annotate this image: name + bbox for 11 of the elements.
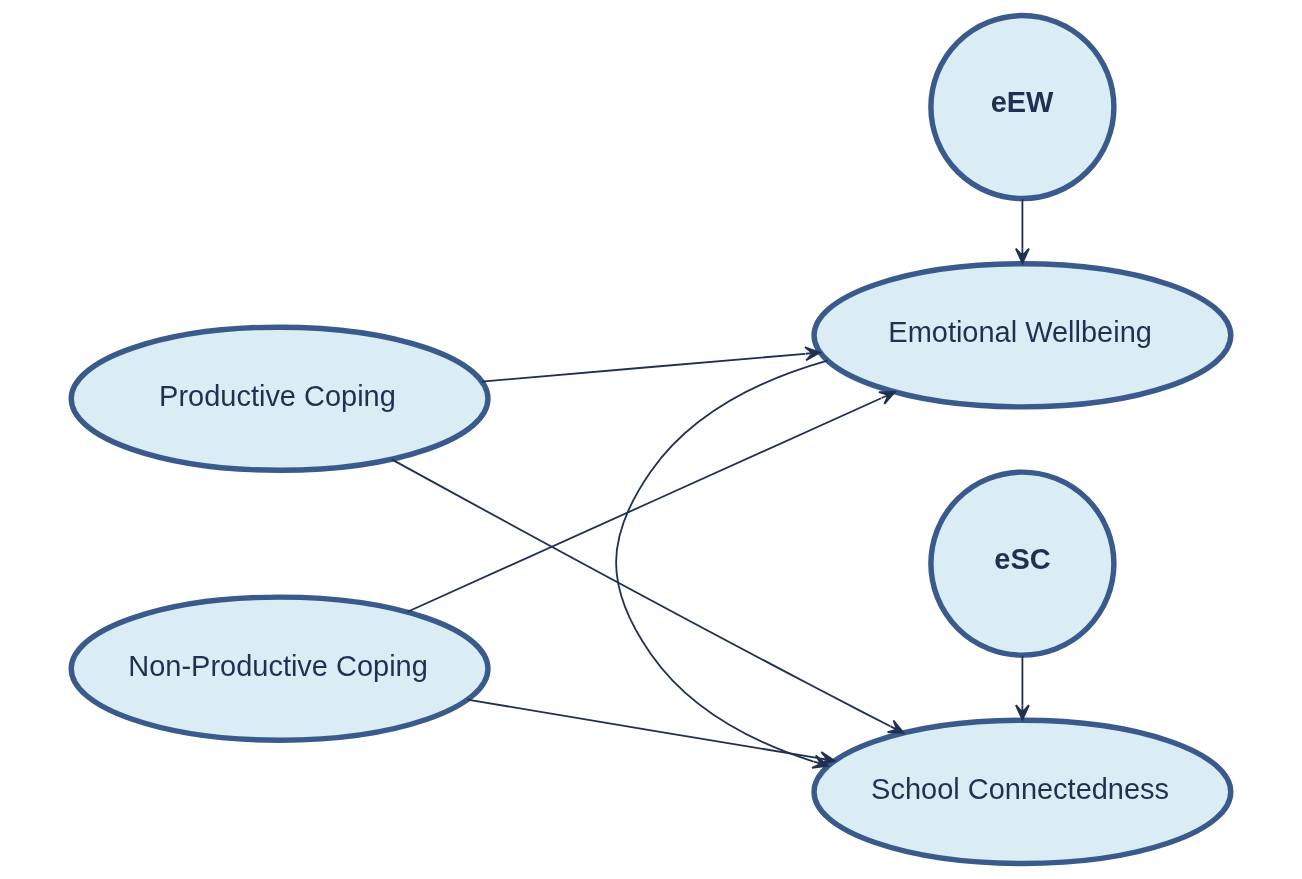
arrow (466, 698, 836, 766)
arrow (1014, 198, 1030, 264)
node-ellipse: Emotional Wellbeing (811, 261, 1234, 410)
arrow (1014, 654, 1030, 721)
node-ellipse: Non-Productive Coping (68, 594, 491, 743)
node-ellipse: Productive Coping (68, 324, 491, 474)
node-circle: eEW (928, 12, 1117, 202)
arrow (390, 458, 905, 734)
node-circle: eSC (928, 469, 1117, 658)
arrow (406, 391, 896, 613)
arrow (481, 346, 821, 383)
